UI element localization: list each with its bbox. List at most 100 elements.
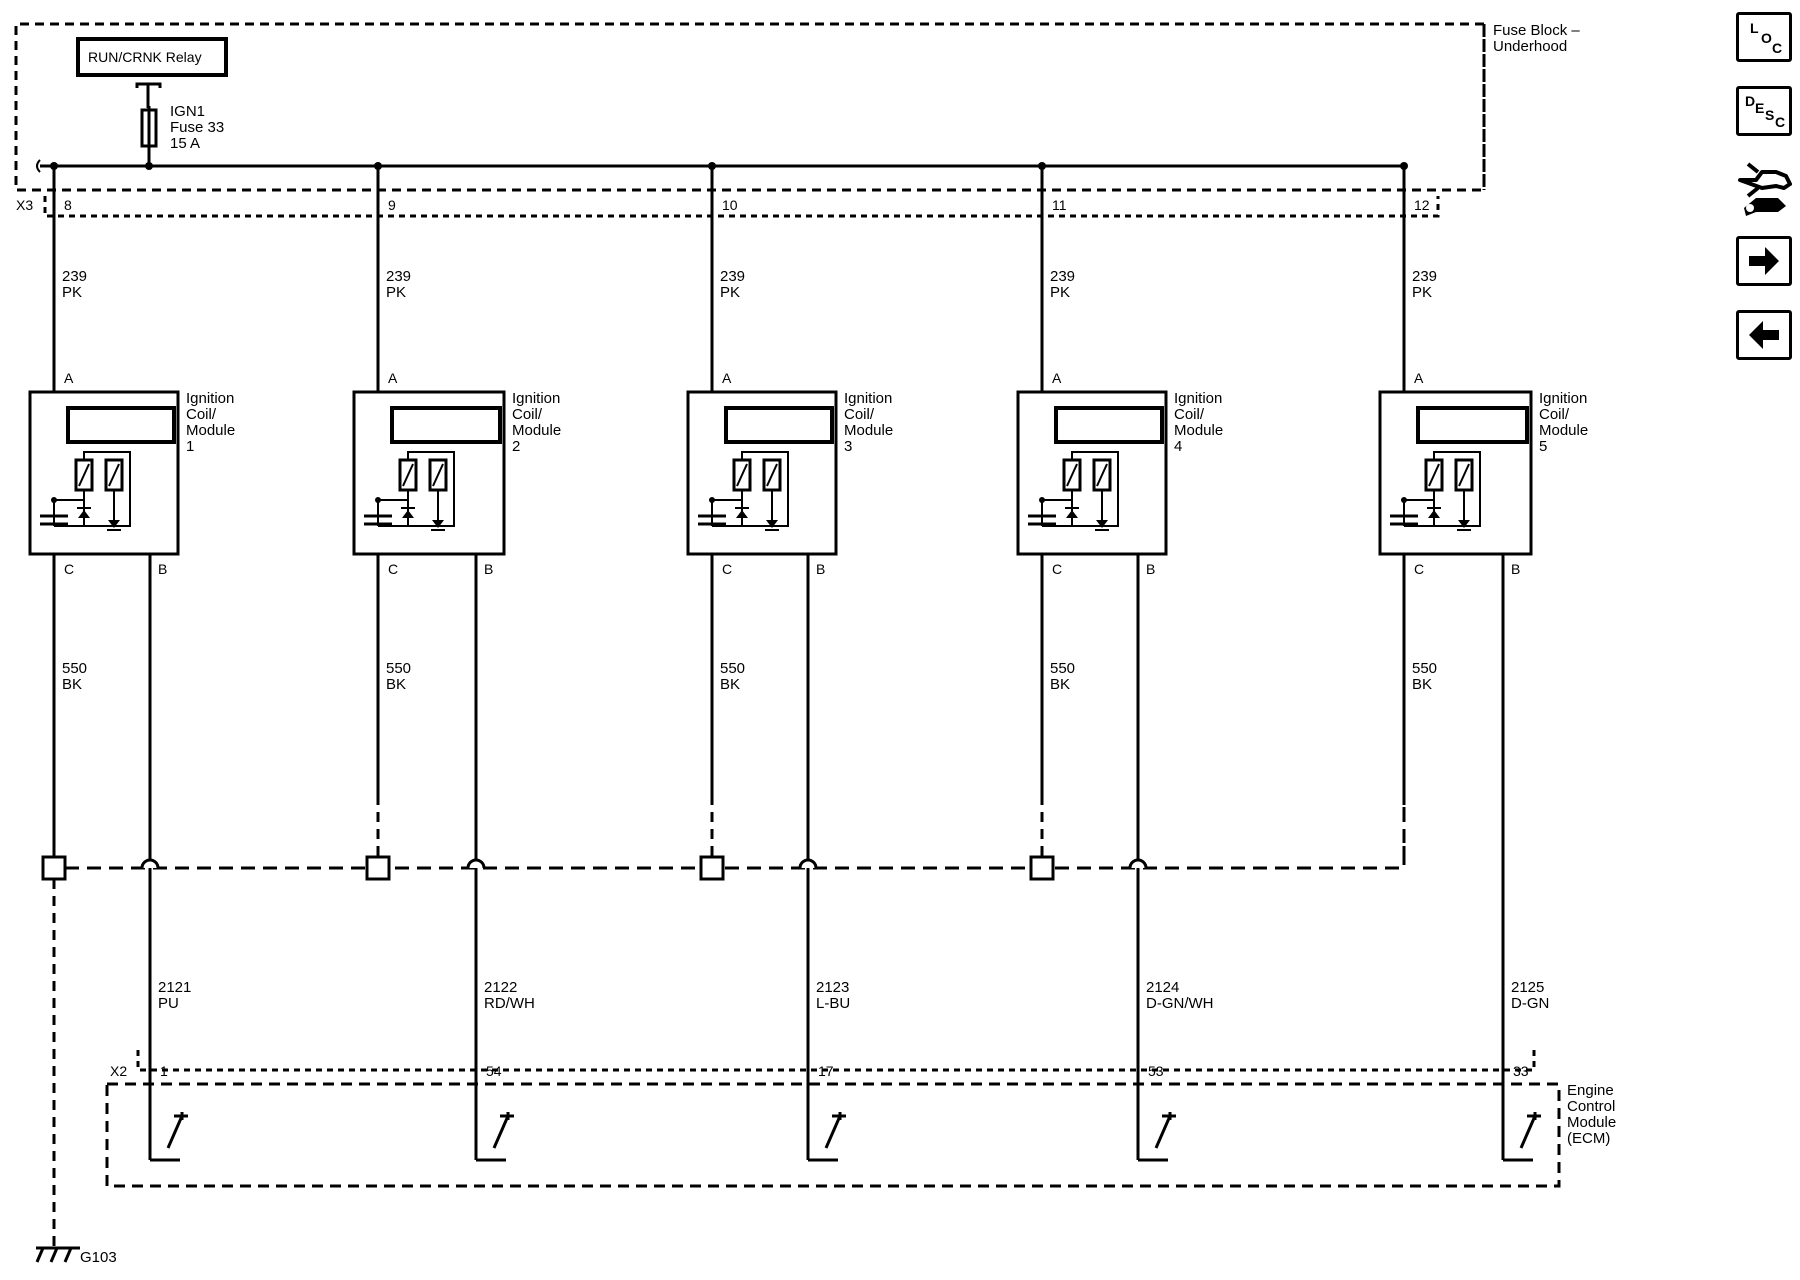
loc-button[interactable]: L O C	[1736, 12, 1792, 62]
fuse-rating: 15 A	[170, 135, 200, 152]
ground-wire-color: BK	[1050, 676, 1070, 693]
supply-circuit-number: 239	[1412, 268, 1437, 285]
coil-pin-a: A	[722, 370, 732, 386]
ground-label: G103	[80, 1249, 117, 1266]
arrow-right-icon	[1749, 247, 1779, 275]
x3-pin-label: 9	[388, 197, 396, 213]
coil-name-line2: Coil/	[844, 406, 875, 423]
x3-label: X3	[16, 197, 33, 213]
coil-pin-b: B	[484, 561, 493, 577]
supply-wire-color: PK	[62, 284, 82, 301]
relay-label: RUN/CRNK Relay	[88, 49, 202, 65]
ecm-pin-label: 1	[160, 1063, 168, 1079]
coil-pin-a: A	[388, 370, 398, 386]
desc-button[interactable]: D E S C	[1736, 86, 1792, 136]
x3-pin-label: 12	[1414, 197, 1430, 213]
ground-circuit-number: 550	[386, 660, 411, 677]
signal-circuit-number: 2123	[816, 979, 849, 996]
coil-pin-b: B	[816, 561, 825, 577]
supply-wire-color: PK	[720, 284, 740, 301]
coil-pin-a: A	[1052, 370, 1062, 386]
coil-pin-c: C	[1414, 561, 1424, 577]
x3-pin-label: 8	[64, 197, 72, 213]
ecm-label-2: Control	[1567, 1098, 1615, 1115]
connector-button[interactable]	[1736, 158, 1792, 216]
coil-name-line1: Ignition	[1539, 390, 1587, 407]
x3-connector: X3	[16, 196, 1440, 218]
ign1-fuse: IGN1 Fuse 33 15 A	[140, 103, 224, 166]
signal-wire-color: PU	[158, 995, 179, 1012]
arrow-left-icon	[1749, 321, 1779, 349]
desc-letter-d: D	[1745, 93, 1756, 109]
ground-circuit-number: 550	[720, 660, 745, 677]
ground-wire-color: BK	[386, 676, 406, 693]
fuse-block-label-1: Fuse Block –	[1493, 22, 1580, 39]
x2-label: X2	[110, 1063, 127, 1079]
x3-pin-label: 10	[722, 197, 738, 213]
coil-name-line3: Module	[1539, 422, 1588, 439]
loc-letter-c: C	[1772, 40, 1783, 56]
coil-name-line1: Ignition	[186, 390, 234, 407]
coil-pin-c: C	[722, 561, 732, 577]
ground-bus	[52, 795, 1406, 1248]
run-crnk-relay: RUN/CRNK Relay	[76, 37, 228, 108]
coil-number: 4	[1174, 438, 1182, 455]
coil-name-line3: Module	[512, 422, 561, 439]
supply-wire-color: PK	[386, 284, 406, 301]
coil-name-line1: Ignition	[1174, 390, 1222, 407]
signal-wire-color: RD/WH	[484, 995, 535, 1012]
coil-number: 2	[512, 438, 520, 455]
coil-pin-b: B	[1146, 561, 1155, 577]
coil-name-line3: Module	[844, 422, 893, 439]
coil-name-line2: Coil/	[1539, 406, 1570, 423]
coil-name-line2: Coil/	[1174, 406, 1205, 423]
coil-pin-c: C	[64, 561, 74, 577]
coil-name-line1: Ignition	[512, 390, 560, 407]
coil-number: 3	[844, 438, 852, 455]
signal-circuit-number: 2124	[1146, 979, 1179, 996]
ecm-label-4: (ECM)	[1567, 1130, 1610, 1147]
coil-pin-c: C	[1052, 561, 1062, 577]
desc-letter-s: S	[1765, 107, 1775, 123]
engine-control-module: X2 Engine Control Module (ECM)	[105, 1050, 1616, 1188]
ground-circuit-number: 550	[62, 660, 87, 677]
supply-circuit-number: 239	[62, 268, 87, 285]
signal-circuit-number: 2125	[1511, 979, 1544, 996]
coil-pin-a: A	[64, 370, 74, 386]
ecm-label-3: Module	[1567, 1114, 1616, 1131]
prev-button[interactable]	[1736, 310, 1792, 360]
fuse-block-label-2: Underhood	[1493, 38, 1567, 55]
supply-circuit-number: 239	[1050, 268, 1075, 285]
coil-pin-b: B	[158, 561, 167, 577]
ign1-bus	[36, 159, 1404, 173]
ground-circuit-number: 550	[1050, 660, 1075, 677]
next-button[interactable]	[1736, 236, 1792, 286]
ground-wire-color: BK	[1412, 676, 1432, 693]
coil-number: 5	[1539, 438, 1547, 455]
signal-wire-color: D-GN/WH	[1146, 995, 1214, 1012]
signal-wire-color: L-BU	[816, 995, 850, 1012]
coil-pin-c: C	[388, 561, 398, 577]
supply-wire-color: PK	[1050, 284, 1070, 301]
ground-g103: G103	[35, 1246, 117, 1266]
supply-circuit-number: 239	[386, 268, 411, 285]
fuse-block-underhood: Fuse Block – Underhood	[14, 22, 1580, 192]
coil-name-line3: Module	[186, 422, 235, 439]
connector-wrench-icon	[1738, 162, 1792, 216]
fuse-name: IGN1	[170, 103, 205, 120]
signal-circuit-number: 2122	[484, 979, 517, 996]
signal-wire-color: D-GN	[1511, 995, 1549, 1012]
loc-letter-l: L	[1750, 20, 1759, 36]
ecm-pin-label: 54	[486, 1063, 502, 1079]
ground-circuit-number: 550	[1412, 660, 1437, 677]
ecm-label-1: Engine	[1567, 1082, 1614, 1099]
coil-name-line1: Ignition	[844, 390, 892, 407]
ecm-pin-label: 17	[818, 1063, 834, 1079]
